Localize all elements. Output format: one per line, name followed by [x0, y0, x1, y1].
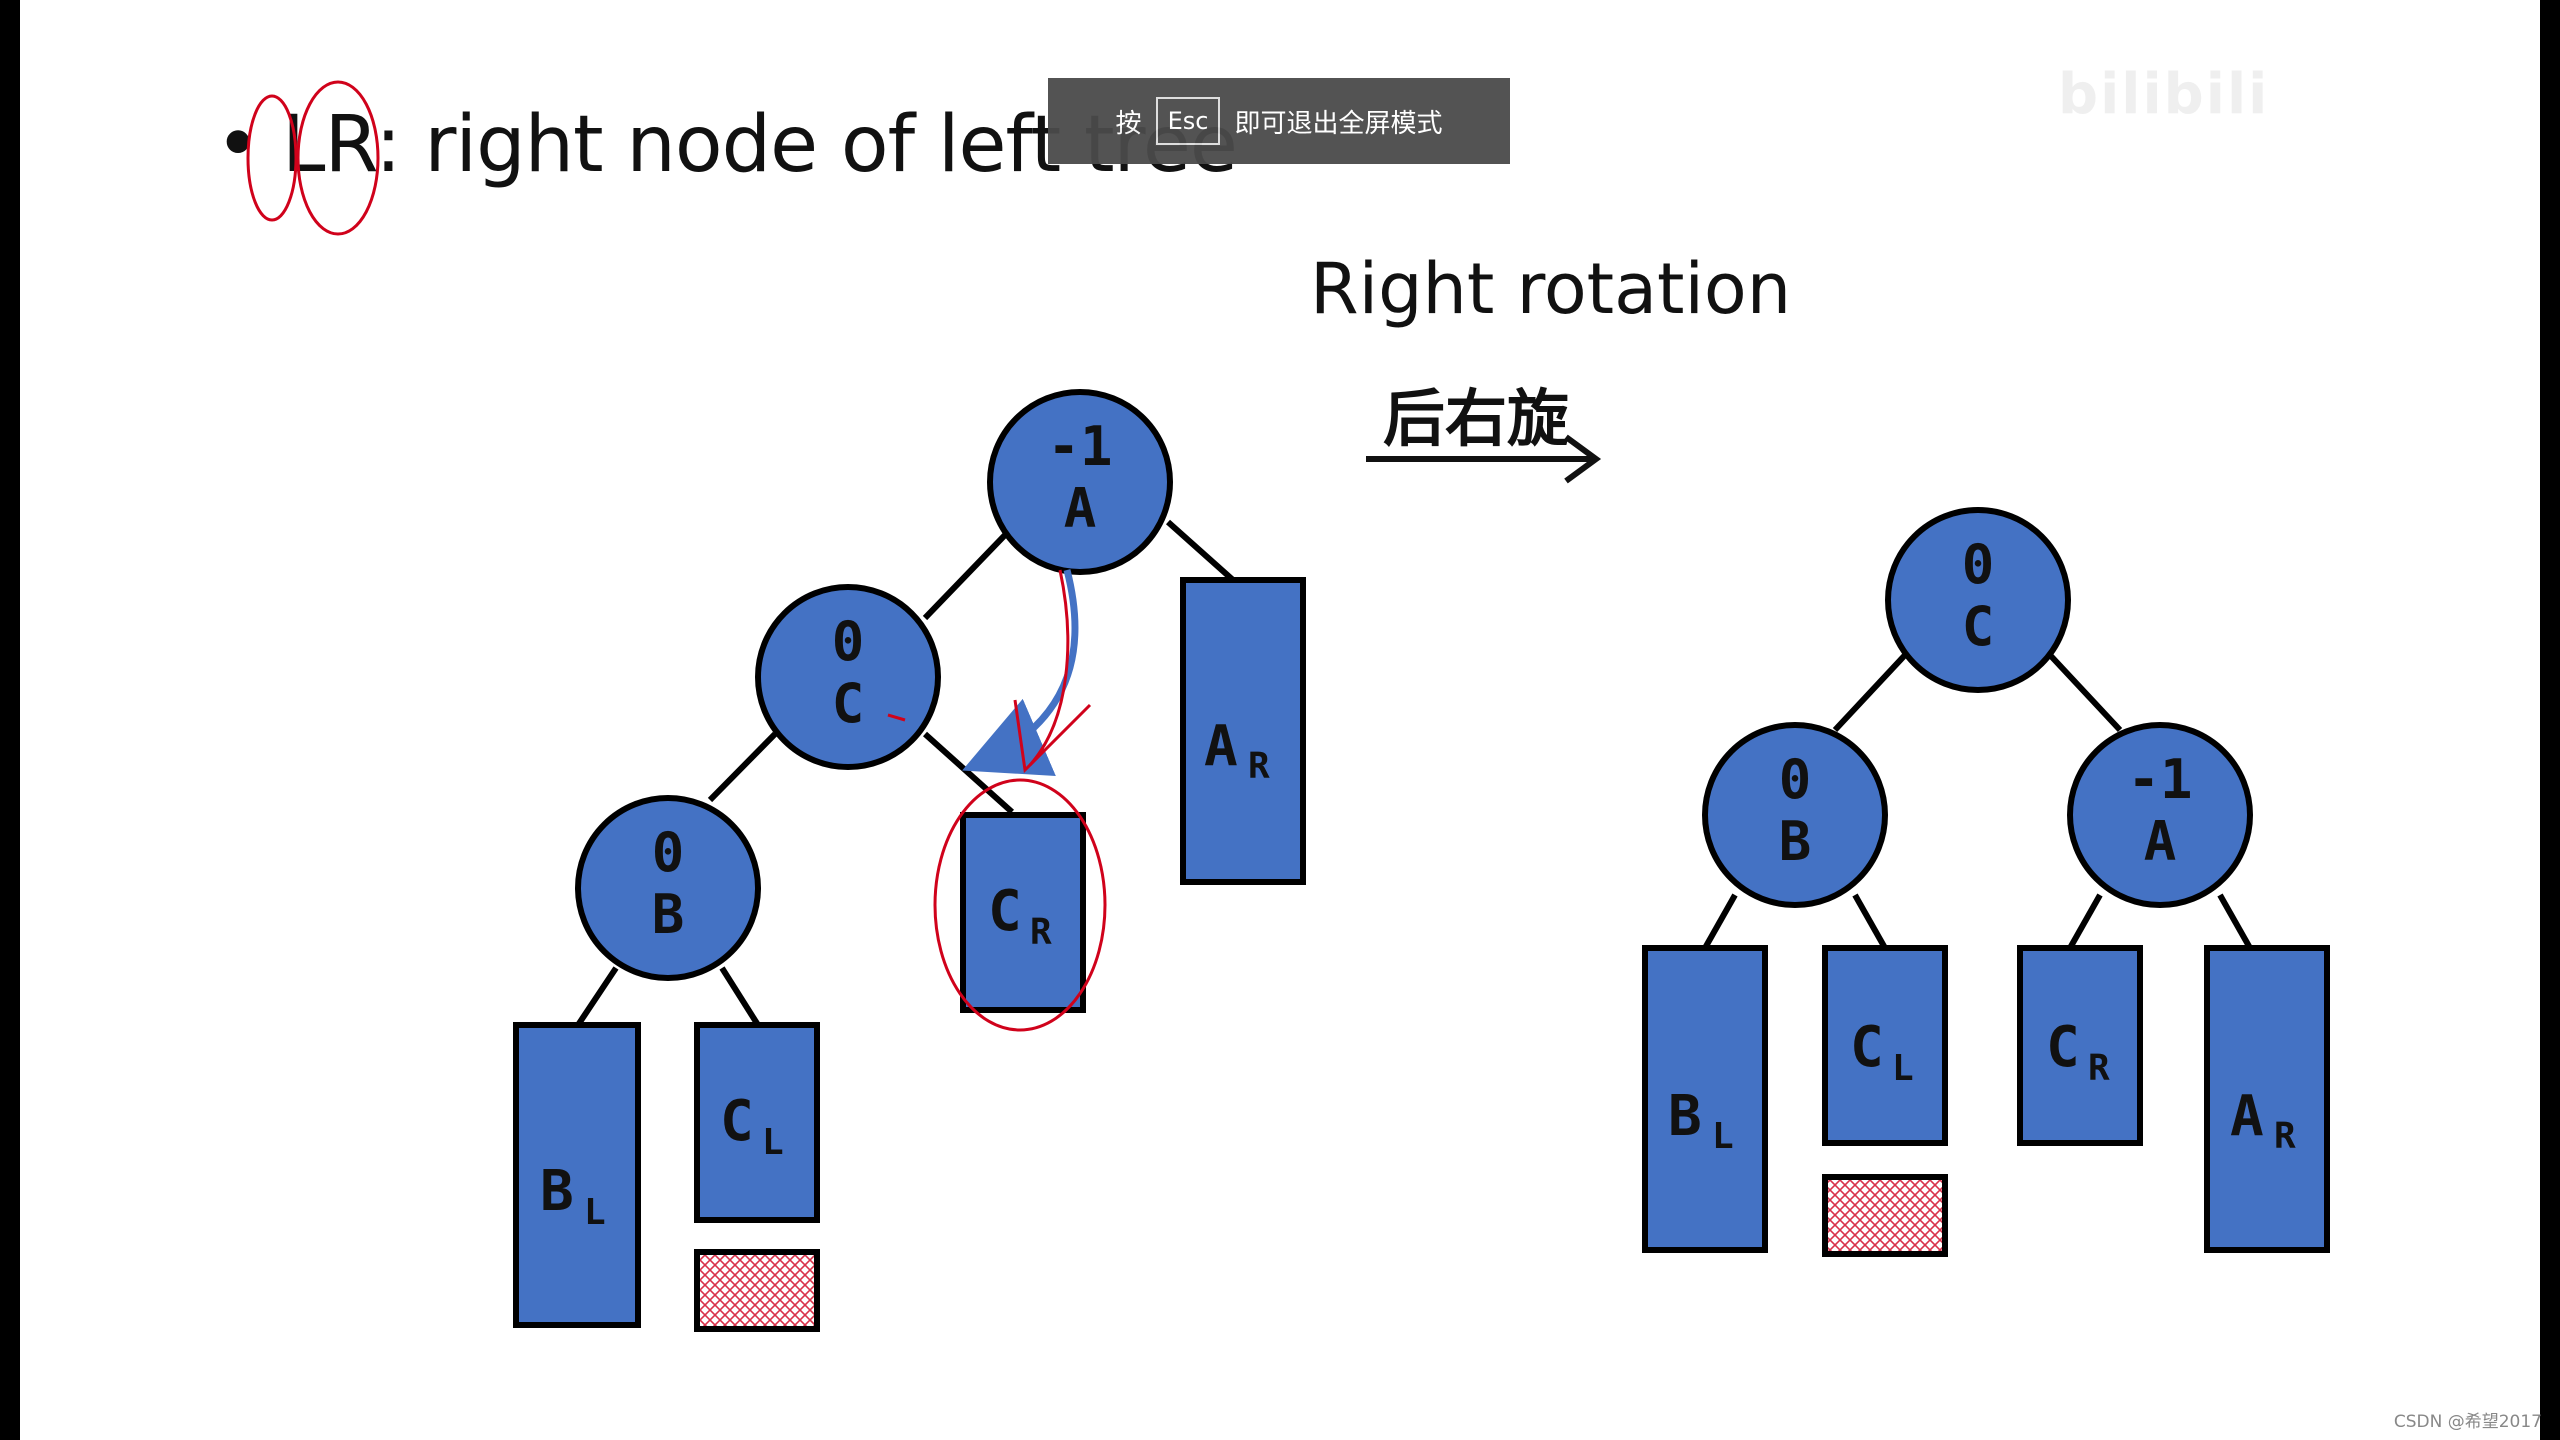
after-node-c-label: C — [1962, 595, 1995, 658]
after-ar-main: A — [2230, 1084, 2264, 1149]
after-cl-sub: L — [1892, 1048, 1914, 1089]
after-subtree-bl: B L — [1642, 945, 1768, 1253]
before-node-a: -1 A — [987, 389, 1173, 575]
before-ar-sub: R — [1248, 746, 1270, 787]
after-cr-sub: R — [2088, 1048, 2110, 1089]
annotation-circle-cr — [933, 778, 1107, 1032]
before-node-a-label: A — [1064, 477, 1097, 540]
before-bl-main: B — [540, 1159, 574, 1224]
exit-fullscreen-banner[interactable]: 按 Esc 即可退出全屏模式 — [1048, 78, 1510, 164]
before-subtree-bl: B L — [513, 1022, 641, 1328]
after-subtree-cr: C R — [2017, 945, 2143, 1146]
after-ar-sub: R — [2274, 1116, 2296, 1157]
after-subtree-cl: C L — [1822, 945, 1948, 1146]
after-cr-main: C — [2046, 1015, 2080, 1080]
before-cr-sub: R — [1030, 912, 1052, 953]
annotation-circle-r — [296, 80, 380, 236]
before-cr-main: C — [988, 879, 1022, 944]
after-tree-edges — [1702, 652, 2253, 950]
after-node-b-balance: 0 — [1779, 748, 1812, 811]
before-cl-sub: L — [762, 1122, 784, 1163]
before-hatched-insertion — [694, 1249, 820, 1332]
after-node-a-label: A — [2144, 810, 2177, 873]
after-bl-main: B — [1668, 1084, 1702, 1149]
before-node-b-balance: 0 — [652, 821, 685, 884]
before-node-c: 0 C — [755, 584, 941, 770]
after-node-a: -1 A — [2067, 722, 2253, 908]
before-subtree-cr: C R — [960, 812, 1086, 1013]
rotation-subtitle: 后右旋 — [1383, 382, 1570, 455]
after-bl-sub: L — [1712, 1116, 1734, 1157]
before-node-b-label: B — [652, 883, 685, 946]
annotation-tick — [887, 713, 906, 722]
esc-key: Esc — [1155, 97, 1221, 145]
banner-prefix: 按 — [1115, 108, 1142, 139]
after-node-b: 0 B — [1702, 722, 1888, 908]
rotation-arrow — [1366, 434, 1602, 484]
after-node-c: 0 C — [1885, 507, 2071, 693]
after-cl-main: C — [1850, 1015, 1884, 1080]
before-node-c-balance: 0 — [832, 610, 865, 673]
before-node-b: 0 B — [575, 795, 761, 981]
annotation-stroke — [1028, 569, 1070, 766]
before-cl-main: C — [720, 1089, 754, 1154]
annotation-check — [1013, 699, 1092, 774]
after-hatched-insertion — [1822, 1174, 1948, 1257]
before-node-c-label: C — [832, 672, 865, 735]
annotation-circle-l — [246, 94, 298, 222]
banner-message: 即可退出全屏模式 — [1234, 108, 1443, 139]
after-subtree-ar: A R — [2204, 945, 2330, 1253]
after-node-b-label: B — [1779, 810, 1812, 873]
bilibili-watermark: bilibili — [2058, 62, 2270, 127]
before-ar-main: A — [1204, 714, 1238, 779]
before-node-a-balance: -1 — [1047, 415, 1112, 478]
csdn-watermark: CSDN @希望2017 — [2393, 1412, 2542, 1432]
before-subtree-cl: C L — [694, 1022, 820, 1223]
before-bl-sub: L — [584, 1192, 606, 1233]
after-node-a-balance: -1 — [2127, 748, 2192, 811]
after-node-c-balance: 0 — [1962, 533, 1995, 596]
rotation-title: Right rotation — [1310, 248, 1792, 330]
before-subtree-ar: A R — [1180, 577, 1306, 885]
